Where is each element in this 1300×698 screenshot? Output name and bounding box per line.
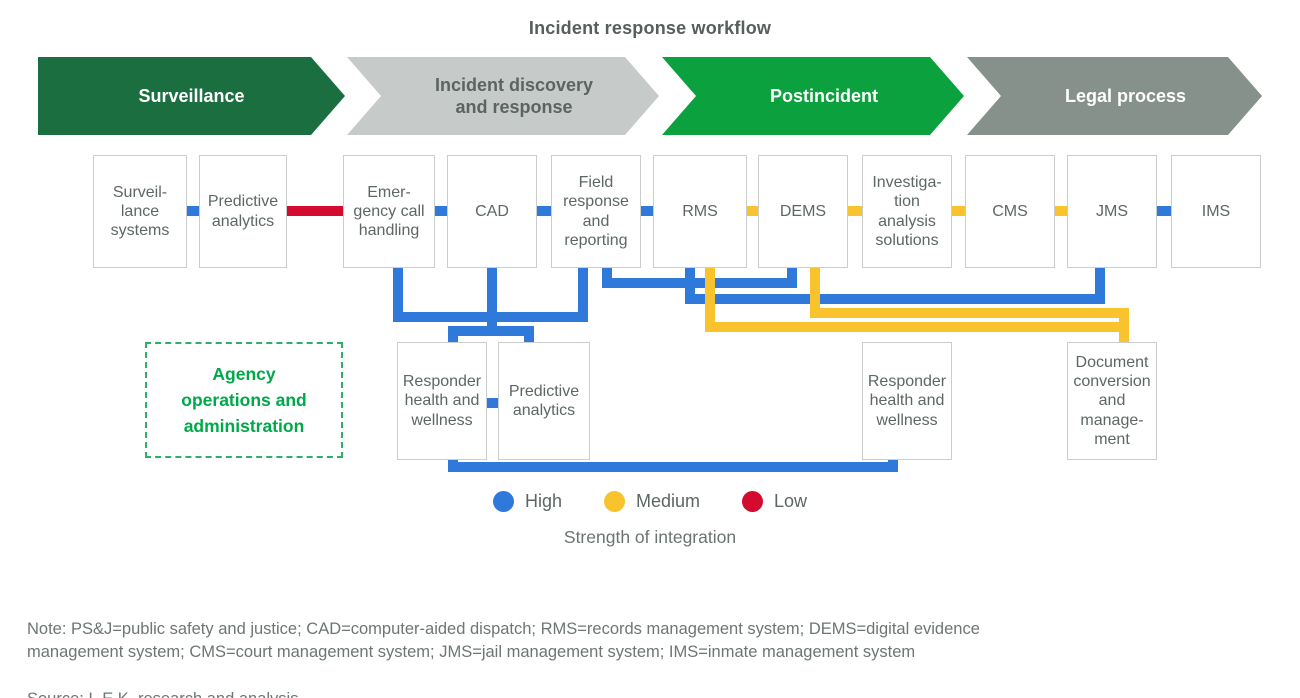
line-left-bus [393, 312, 588, 322]
phase-legal-process: Legal process [967, 57, 1262, 135]
box-emergency-call-handling: Emer- gency call handling [343, 155, 435, 268]
legend-label-medium: Medium [635, 491, 701, 511]
box-dems: DEMS [758, 155, 848, 268]
line-dems-drop-blue [787, 268, 797, 288]
link-jms-ims [1157, 206, 1171, 216]
line-dems-drop-yellow [810, 268, 820, 318]
link-rms-dems [747, 206, 758, 216]
box-predictive-analytics: Predictive analytics [199, 155, 287, 268]
box-jms: JMS [1067, 155, 1157, 268]
box-ims: IMS [1171, 155, 1261, 268]
source-text: Source: L.E.K. research and analysis [27, 688, 1283, 698]
phase-postincident: Postincident [662, 57, 964, 135]
box-responder-health-right: Responder health and wellness [862, 342, 952, 460]
link-dems-investigation [848, 206, 862, 216]
line-drop-responder-left [448, 326, 458, 343]
line-cad-drop [487, 268, 497, 336]
line-responder-right-up [888, 458, 898, 472]
link-investigation-cms [952, 206, 965, 216]
high-dot-icon [492, 491, 514, 512]
footnote: Note: PS&J=public safety and justice; CA… [27, 594, 1283, 698]
box-document-conversion: Document conversion and manage- ment [1067, 342, 1157, 460]
line-drop-predictive-lower [524, 326, 534, 343]
box-cad: CAD [447, 155, 537, 268]
medium-dot-icon [603, 491, 625, 512]
legend: High Medium Low [0, 491, 1300, 512]
page-title: Incident response workflow [528, 18, 772, 38]
link-predictive-emergency [287, 206, 343, 216]
line-responder-bottom-bus [448, 462, 898, 472]
line-rms-drop-yellow [705, 268, 715, 332]
legend-item-medium: Medium [603, 491, 701, 512]
line-rms-jms-bus [685, 294, 1105, 304]
box-responder-health-left: Responder health and wellness [397, 342, 487, 460]
line-rms-drop-blue [685, 268, 695, 304]
legend-item-high: High [492, 491, 562, 512]
box-field-response-reporting: Field response and reporting [551, 155, 641, 268]
link-surveillance-predictive [187, 206, 199, 216]
box-investigation-analysis: Investiga- tion analysis solutions [862, 155, 952, 268]
link-cad-field [537, 206, 551, 216]
line-emergency-drop [393, 268, 403, 322]
legend-item-low: Low [742, 491, 807, 512]
line-document-drop [1119, 308, 1129, 344]
box-agency-operations: Agency operations and administration [145, 342, 343, 458]
link-field-rms [641, 206, 653, 216]
box-predictive-analytics-lower: Predictive analytics [498, 342, 590, 460]
box-rms: RMS [653, 155, 747, 268]
line-dems-document-bus [810, 308, 1129, 318]
box-cms: CMS [965, 155, 1055, 268]
legend-label-low: Low [774, 491, 808, 511]
line-field-dems-bus [602, 278, 797, 288]
line-left-subbus [448, 326, 534, 336]
legend-label-high: High [524, 491, 562, 511]
link-emergency-cad [435, 206, 447, 216]
phase-surveillance: Surveillance [38, 57, 345, 135]
box-surveillance-systems: Surveil- lance systems [93, 155, 187, 268]
low-dot-icon [742, 491, 764, 512]
link-cms-jms [1055, 206, 1067, 216]
note-text: Note: PS&J=public safety and justice; CA… [27, 619, 980, 662]
line-rms-document-bus [705, 322, 1129, 332]
line-jms-drop-blue [1095, 268, 1105, 304]
link-responder-predictive-lower [487, 398, 498, 408]
phase-incident-discovery: Incident discovery and response [347, 57, 659, 135]
legend-caption: Strength of integration [563, 527, 737, 547]
line-field-drop-left [578, 268, 588, 322]
